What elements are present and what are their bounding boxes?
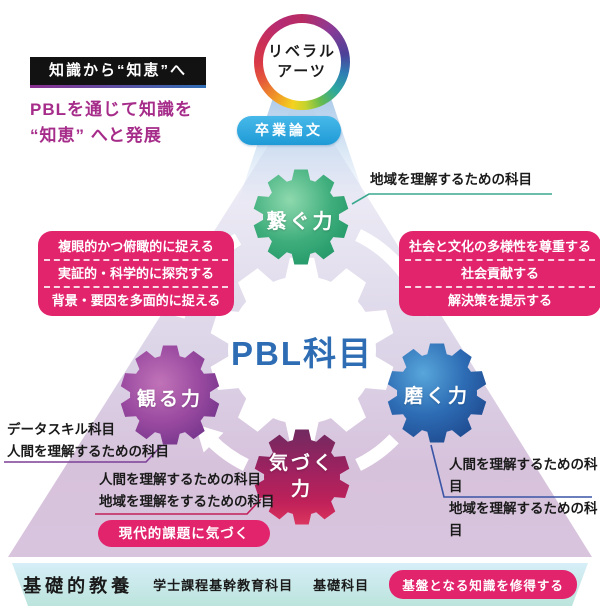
gear-label-notice: 気づく 力 — [242, 451, 362, 502]
skill-box-left: 複眼的かつ俯瞰的に捉える 実証的・科学的に探究する 背景・要因を多面的に捉える — [38, 231, 234, 316]
gear-notice — [254, 429, 350, 525]
connector-polish-note — [430, 444, 592, 498]
liberal-arts-line1: リベラル — [267, 42, 336, 60]
skill-item: 背景・要因を多面的に捉える — [44, 286, 228, 313]
note-human-understanding-right: 人間を理解するための科目 — [449, 457, 598, 494]
tagline-line1: PBLを通じて知識を — [30, 100, 193, 119]
skill-item: 解決策を提示する — [405, 286, 595, 313]
skill-item: 社会貢献する — [405, 259, 595, 286]
gear-connect — [253, 169, 349, 265]
gear-polish — [387, 343, 487, 443]
gear-label-notice-line2: 力 — [290, 478, 313, 500]
note-polish-courses: 人間を理解するための科目 地域を理解するための科目 — [449, 454, 600, 542]
tagline: PBLを通じて知識を “知恵” へと発展 — [30, 97, 260, 148]
foundation-band: 基礎的教養 学士課程基幹教育科目 基礎科目 基盤となる知識を修得する — [12, 563, 588, 606]
note-human-understanding: 人間を理解するための科目 — [7, 444, 169, 459]
gear-label-notice-line1: 気づく — [268, 453, 335, 474]
foundation-badge: 基盤となる知識を修得する — [389, 570, 577, 599]
foundation-item2: 基礎科目 — [313, 578, 370, 593]
connector-notice-note — [95, 498, 262, 515]
connector-connect-note — [351, 193, 552, 205]
foundation-title: 基礎的教養 — [23, 575, 134, 596]
gradient-underline — [30, 85, 206, 88]
gear-label-observe: 観る力 — [136, 389, 203, 410]
note-human-understanding-bottom: 人間を理解するための科目 — [99, 472, 261, 487]
liberal-arts-line2: アーツ — [277, 63, 327, 80]
note-region-understanding-bottom: 地域を理解をするための科目 — [99, 494, 275, 509]
note-region-understanding: 地域を理解するための科目 — [370, 172, 532, 187]
liberal-arts-ring: リベラル アーツ — [254, 14, 350, 110]
liberal-arts-label: リベラル アーツ — [263, 23, 341, 101]
skill-item: 実証的・科学的に探究する — [44, 259, 228, 286]
knowledge-to-wisdom-badge: 知識から“知恵”へ — [30, 57, 206, 85]
skill-box-right: 社会と文化の多様性を尊重する 社会貢献する 解決策を提示する — [399, 231, 600, 316]
connector-observe-note — [4, 445, 162, 463]
tagline-line2: “知恵” へと発展 — [30, 125, 162, 145]
ring-arc-bottom-right — [355, 434, 399, 471]
gear-label-polish: 磨く力 — [403, 386, 470, 407]
note-observe-courses: データスキル科目 人間を理解するための科目 — [7, 419, 169, 463]
foundation-item1: 学士課程基幹教育科目 — [153, 578, 294, 593]
skill-item: 複眼的かつ俯瞰的に捉える — [58, 239, 214, 254]
gear-observe — [120, 345, 220, 445]
skill-item: 社会と文化の多様性を尊重する — [408, 239, 591, 254]
pbl-subjects-label: PBL科目 — [231, 335, 373, 372]
gear-center-pbl — [210, 257, 394, 443]
graduation-thesis-badge: 卒業論文 — [237, 116, 341, 145]
note-data-skill: データスキル科目 — [7, 422, 115, 437]
note-region-understanding-right: 地域を理解するための科目 — [449, 501, 598, 538]
gear-label-connect: 繋ぐ力 — [266, 211, 336, 233]
note-notice-courses: 人間を理解するための科目 地域を理解をするための科目 — [99, 469, 275, 513]
modern-issues-badge: 現代的課題に気づく — [98, 520, 270, 547]
